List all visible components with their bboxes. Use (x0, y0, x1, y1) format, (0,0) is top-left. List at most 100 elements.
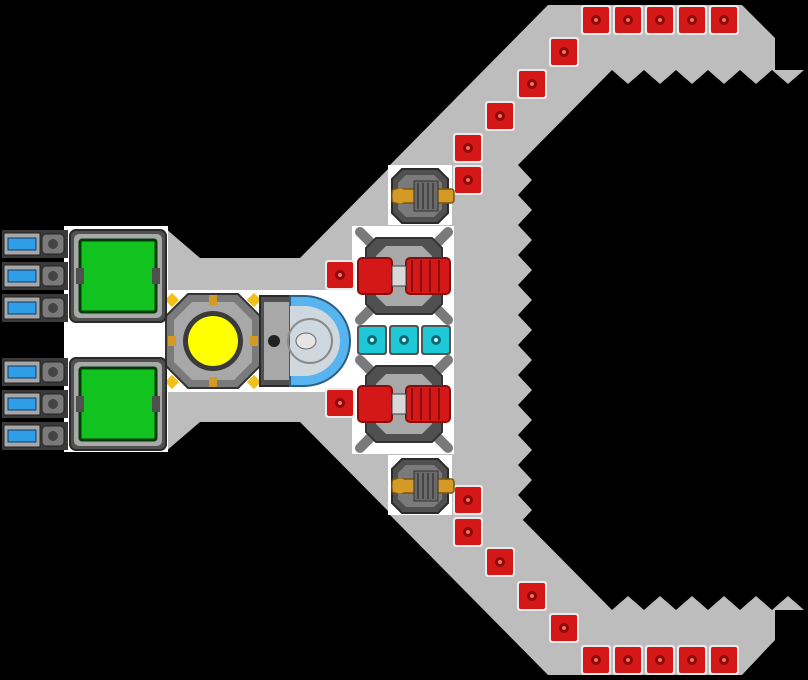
hull-tooth (740, 596, 772, 610)
reactor-clamp (209, 295, 217, 305)
cockpit-port (268, 335, 280, 347)
thruster-bolt (48, 271, 58, 281)
reactor-corner-bolt (246, 292, 262, 308)
block-rivet-highlight (434, 338, 438, 342)
reactor-corner-bolt (246, 374, 262, 390)
block-rivet-highlight (370, 338, 374, 342)
hull-tooth (518, 495, 532, 525)
red-armor-block (453, 485, 483, 515)
red-armor-block (453, 517, 483, 547)
hull-tooth (708, 70, 740, 84)
thruster-glow (7, 237, 37, 251)
red-armor-block (485, 101, 515, 131)
thruster-bolt (48, 239, 58, 249)
hull-tooth (708, 596, 740, 610)
hull-tooth (518, 465, 532, 495)
yellow-core-reactor (164, 292, 262, 390)
reactor-clamp (168, 336, 176, 346)
block-rivet-highlight (626, 658, 630, 662)
blue-thruster (2, 358, 68, 386)
hull-tooth (740, 70, 772, 84)
hull-tooth (518, 405, 532, 435)
block-rivet-highlight (658, 18, 662, 22)
thruster-glow (7, 301, 37, 315)
glass-dome-cockpit (259, 295, 351, 387)
blue-thruster (2, 422, 68, 450)
cannon-joint (391, 265, 407, 287)
red-twin-cannon (355, 227, 453, 325)
hull-tooth (518, 375, 532, 405)
block-rivet-highlight (562, 50, 566, 54)
cyan-armor-block (389, 325, 419, 355)
hull-tooth (644, 596, 676, 610)
tank-clamp (152, 268, 160, 284)
tank-clamp (152, 396, 160, 412)
hull-tooth (772, 70, 804, 84)
tank-clamp (76, 268, 84, 284)
blue-thruster (2, 294, 68, 322)
hull-tooth (612, 70, 644, 84)
thruster-glow (7, 269, 37, 283)
block-rivet-highlight (402, 338, 406, 342)
block-rivet-highlight (690, 658, 694, 662)
hull-tooth (518, 315, 532, 345)
hull-tooth (644, 70, 676, 84)
cannon-barrel-left (357, 385, 393, 423)
red-armor-block (453, 133, 483, 163)
cyan-armor-block (357, 325, 387, 355)
red-armor-block (517, 581, 547, 611)
block-rivet-highlight (498, 560, 502, 564)
red-armor-block (613, 5, 643, 35)
tank-fluid (78, 238, 158, 314)
block-rivet-highlight (338, 273, 342, 277)
hull-tooth (518, 345, 532, 375)
cockpit-seat (295, 332, 317, 350)
hull-tooth (772, 596, 804, 610)
block-rivet-highlight (722, 18, 726, 22)
blue-thruster (2, 390, 68, 418)
hull-panel (390, 5, 775, 675)
red-armor-block (709, 5, 739, 35)
red-armor-block (677, 645, 707, 675)
ship-modules (2, 5, 739, 675)
block-rivet-highlight (530, 82, 534, 86)
green-fuel-tank (69, 357, 167, 451)
block-rivet-highlight (594, 18, 598, 22)
hull-tooth (518, 195, 532, 225)
thruster-bolt (48, 431, 58, 441)
cockpit-seat-ring (287, 318, 333, 364)
blue-thruster (2, 262, 68, 290)
reactor-corner-bolt (164, 292, 180, 308)
tank-clamp (76, 396, 84, 412)
block-rivet-highlight (658, 658, 662, 662)
hull-tooth (676, 70, 708, 84)
block-rivet-highlight (626, 18, 630, 22)
block-rivet-highlight (594, 658, 598, 662)
red-armor-block (645, 645, 675, 675)
thruster-bolt (48, 303, 58, 313)
red-armor-block (709, 645, 739, 675)
red-armor-block (613, 645, 643, 675)
cannon-barrel-left (357, 257, 393, 295)
red-twin-cannon (355, 355, 453, 453)
hull-tooth (518, 435, 532, 465)
reactor-clamp (250, 336, 258, 346)
hull-tooth (676, 596, 708, 610)
reactor-core-glow (188, 316, 238, 366)
red-armor-block (453, 165, 483, 195)
reactor-corner-bolt (164, 374, 180, 390)
block-rivet-highlight (690, 18, 694, 22)
brass-railgun-turret (391, 458, 455, 514)
red-armor-block (549, 613, 579, 643)
red-armor-block (549, 37, 579, 67)
brass-railgun-turret (391, 168, 455, 224)
tank-fluid (78, 366, 158, 442)
hull-tooth (612, 596, 644, 610)
block-rivet-highlight (498, 114, 502, 118)
block-rivet-highlight (530, 594, 534, 598)
red-armor-block (325, 260, 355, 290)
hull-tooth (518, 255, 532, 285)
red-armor-block (677, 5, 707, 35)
red-armor-block (325, 388, 355, 418)
red-armor-block (517, 69, 547, 99)
